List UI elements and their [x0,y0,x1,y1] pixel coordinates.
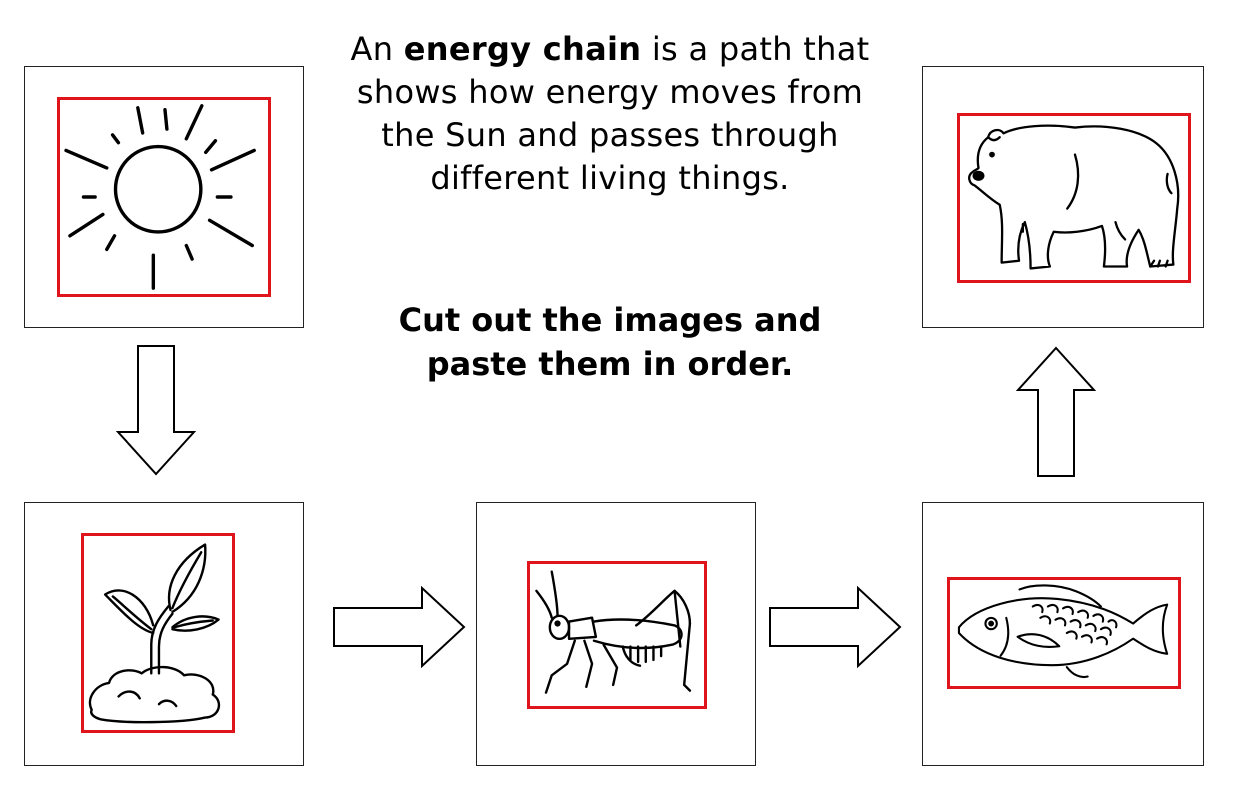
fish-icon [957,584,1169,679]
fish-card [922,502,1204,766]
down-arrow [116,344,196,476]
sun-card [24,66,304,328]
intro-part1: An [350,30,394,68]
sun-frame [57,97,271,297]
grasshopper-frame [527,561,707,709]
right-arrow-1 [332,586,466,668]
task-line-1: Cut out the images and [398,301,822,339]
fish-frame [947,577,1181,689]
up-arrow [1016,346,1096,478]
intro-term: energy chain [403,30,642,68]
grasshopper-card [476,502,756,766]
intro-text: An energy chain is a path that shows how… [340,28,880,200]
polar-bear-card [922,66,1204,328]
intro-part2: is a path that shows how energy moves fr… [356,30,870,197]
task-line-2: paste them in order. [426,345,794,383]
grasshopper-icon [535,570,692,694]
polar-bear-frame [957,113,1191,283]
sprout-icon [88,543,221,724]
plant-frame [81,533,235,733]
polar-bear-icon [968,124,1180,270]
sun-icon [64,104,256,290]
task-instruction: Cut out the images and paste them in ord… [340,298,880,386]
right-arrow-2 [768,586,902,668]
plant-card [24,502,304,766]
